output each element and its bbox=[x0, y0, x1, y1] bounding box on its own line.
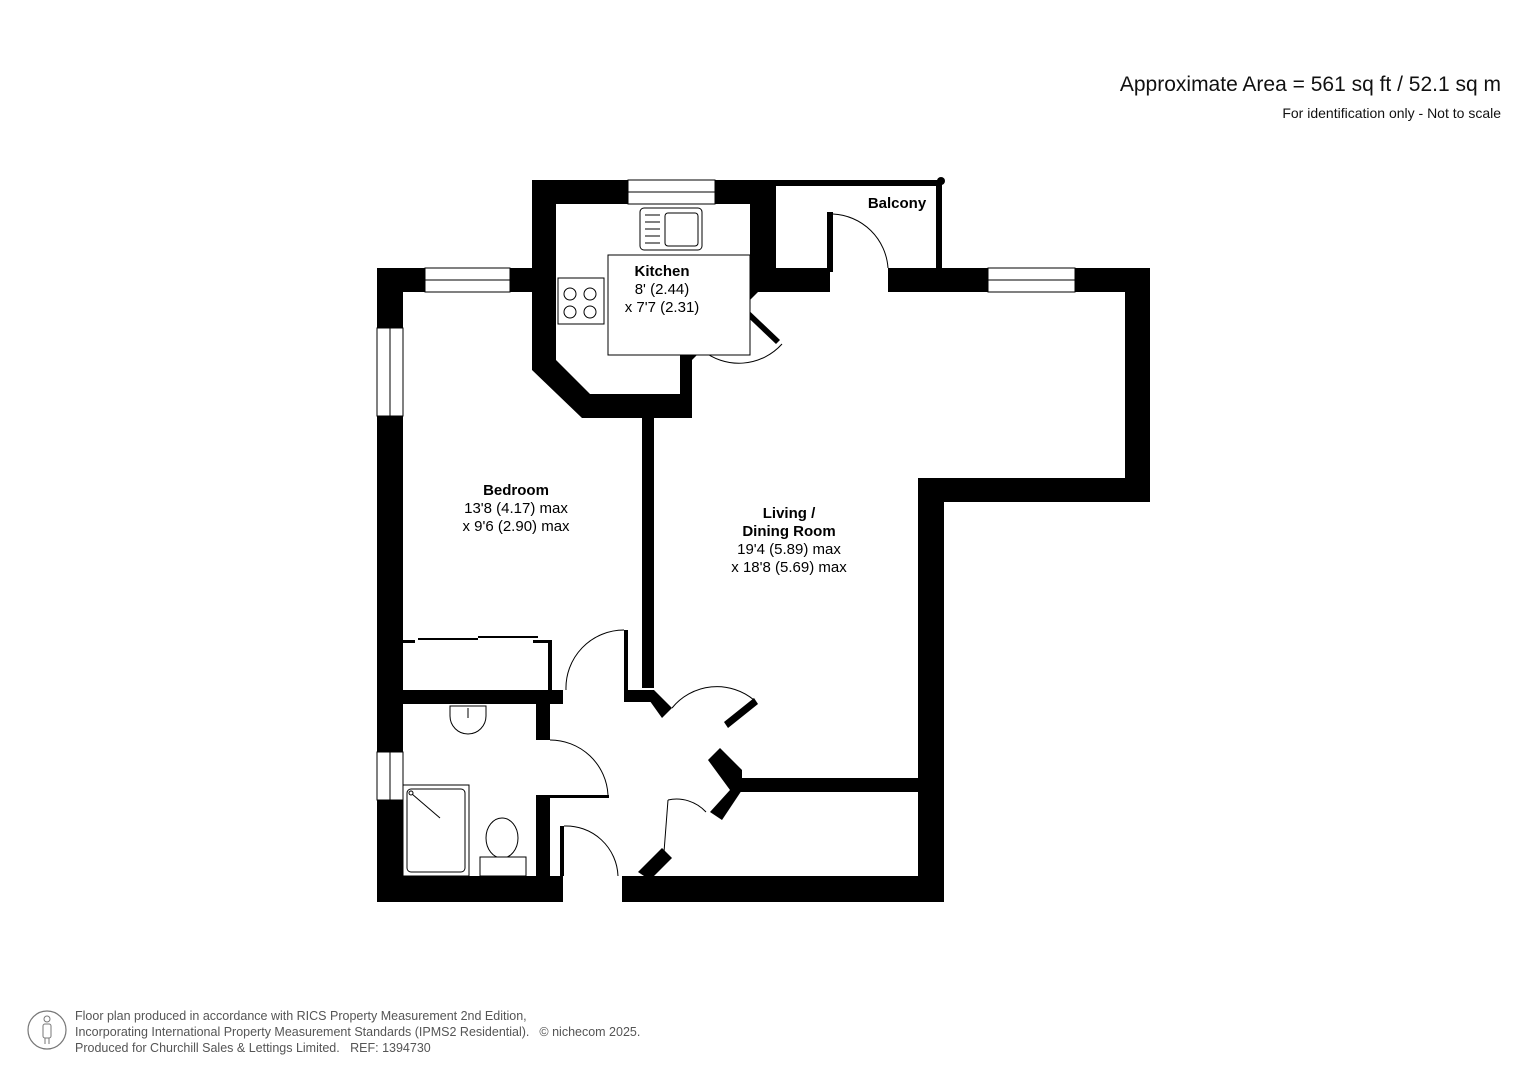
room-dim-1: 13'8 (4.17) max bbox=[464, 500, 568, 517]
scale-note: For identification only - Not to scale bbox=[1282, 105, 1501, 121]
room-bedroom: Bedroom 13'8 (4.17) max x 9'6 (2.90) max bbox=[462, 482, 569, 536]
hob-icon bbox=[557, 277, 605, 325]
room-name-line-2: Dining Room bbox=[742, 523, 836, 540]
room-living-dining: Living / Dining Room 19'4 (5.89) max x 1… bbox=[731, 505, 846, 577]
room-kitchen: Kitchen 8' (2.44) x 7'7 (2.31) bbox=[625, 263, 700, 317]
room-dim-2: x 18'8 (5.69) max bbox=[731, 559, 847, 576]
approximate-area: Approximate Area = 561 sq ft / 52.1 sq m bbox=[1119, 73, 1501, 96]
room-name: Bedroom bbox=[483, 482, 549, 499]
room-dim-2: x 7'7 (2.31) bbox=[624, 299, 700, 316]
plan-header: Approximate Area = 561 sq ft / 52.1 sq m… bbox=[1120, 72, 1501, 122]
bathroom-fittings bbox=[402, 705, 527, 877]
toilet-icon bbox=[485, 817, 519, 859]
door-swings bbox=[549, 213, 889, 877]
room-dim-1: 8' (2.44) bbox=[634, 281, 690, 298]
room-name-line-1: Living / bbox=[762, 505, 816, 522]
walls bbox=[377, 177, 1150, 902]
copyright: © nichecom 2025. bbox=[539, 1025, 641, 1039]
person-scale-icon bbox=[27, 1010, 67, 1050]
room-name: Kitchen bbox=[634, 263, 690, 280]
footer-line-1: Floor plan produced in accordance with R… bbox=[75, 1009, 527, 1023]
room-name: Balcony bbox=[867, 195, 927, 212]
room-dim-1: 19'4 (5.89) max bbox=[737, 541, 841, 558]
room-dim-2: x 9'6 (2.90) max bbox=[462, 518, 570, 535]
windows bbox=[376, 179, 1076, 801]
footer-line-3: Produced for Churchill Sales & Lettings … bbox=[75, 1041, 431, 1055]
footer-line-2: Incorporating International Property Mea… bbox=[75, 1025, 530, 1039]
room-balcony: Balcony bbox=[868, 195, 926, 213]
kitchen-fittings bbox=[557, 207, 751, 356]
basin-icon bbox=[449, 705, 487, 735]
